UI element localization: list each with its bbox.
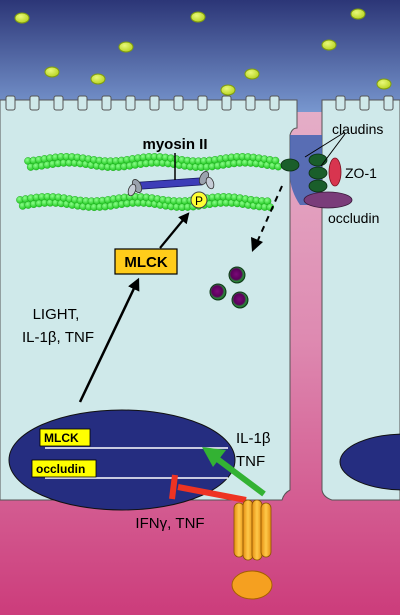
microvillus (77, 95, 88, 111)
green-arrow-head (202, 447, 226, 467)
lumen-particle (350, 8, 366, 20)
cytokines-upper-line2: IL-1β, TNF (22, 329, 94, 346)
gene-occludin-tag (31, 459, 97, 478)
microvillus (335, 95, 346, 111)
cytokines-upper-label: LIGHT, IL-1β, TNF (22, 306, 94, 346)
claudin (308, 153, 328, 167)
nucleus-to-mlck-arrow (78, 277, 140, 403)
endocytosis-arrow-line (257, 185, 283, 241)
released-particles (209, 266, 249, 309)
zo1-protein (328, 157, 342, 187)
lumen-particle (14, 12, 30, 24)
lumen-particle (118, 41, 134, 53)
gene-occludin-label: occludin (36, 462, 85, 476)
lumen-particle (376, 78, 392, 90)
claudin (308, 179, 328, 193)
cytokines-lower-label: IFNγ, TNF (135, 515, 204, 532)
cytokines-upper-line1: LIGHT, (33, 306, 80, 323)
cytokine-receptor (233, 499, 272, 561)
cytokine-ligand (231, 570, 273, 600)
occludin-protein (303, 191, 353, 209)
cytokines-right-line1: IL-1β (236, 430, 271, 447)
lumen-particle (190, 11, 206, 23)
microvillus (269, 95, 280, 111)
microvillus (221, 95, 232, 111)
mlck-label: MLCK (124, 254, 167, 271)
lumen-particles (14, 8, 392, 96)
cytokines-right-line2: TNF (236, 453, 265, 470)
microvillus (245, 95, 256, 111)
phosphate-icon (190, 191, 208, 209)
red-arrow-shaft (177, 484, 247, 503)
claudin (280, 158, 300, 172)
microvillus (383, 95, 394, 111)
microvillus (173, 95, 184, 111)
lumen-particle (244, 68, 260, 80)
green-arrow-shaft (214, 455, 266, 497)
claudins-pointer-a (304, 131, 346, 158)
lumen-particle (321, 39, 337, 51)
zo1-label: ZO-1 (345, 165, 377, 181)
gene-mlck-label: MLCK (44, 431, 79, 445)
mlck-box (114, 248, 178, 275)
claudins (280, 153, 328, 193)
lumen-particle (44, 66, 60, 78)
phosphate-label: P (195, 194, 203, 208)
cytokines-right-label: IL-1β TNF (236, 430, 275, 470)
myosin-label: myosin II (142, 136, 207, 153)
claudins-pointer-b (320, 133, 346, 167)
microvilli (5, 95, 394, 111)
red-arrow-bar (169, 474, 178, 500)
endocytosis-arrow-head (251, 237, 263, 252)
microvillus (359, 95, 370, 111)
microvillus (125, 95, 136, 111)
right-nucleus (339, 433, 400, 491)
mlck-to-myosin-arrow (159, 212, 190, 249)
actin-filaments (16, 152, 283, 211)
claudin (308, 166, 328, 180)
gene-mlck-tag (39, 428, 91, 447)
lumen-particle (90, 73, 106, 85)
microvillus (197, 95, 208, 111)
lumen-particle (220, 84, 236, 96)
microvillus (149, 95, 160, 111)
microvillus (5, 95, 16, 111)
occludin-protein-label: occludin (328, 210, 379, 226)
microvillus (29, 95, 40, 111)
myosin-filament (127, 171, 215, 197)
claudins-label: claudins (332, 121, 383, 137)
microvillus (101, 95, 112, 111)
released-particle (231, 291, 249, 309)
microvillus (53, 95, 64, 111)
released-particle (228, 266, 246, 284)
released-particle (209, 283, 227, 301)
